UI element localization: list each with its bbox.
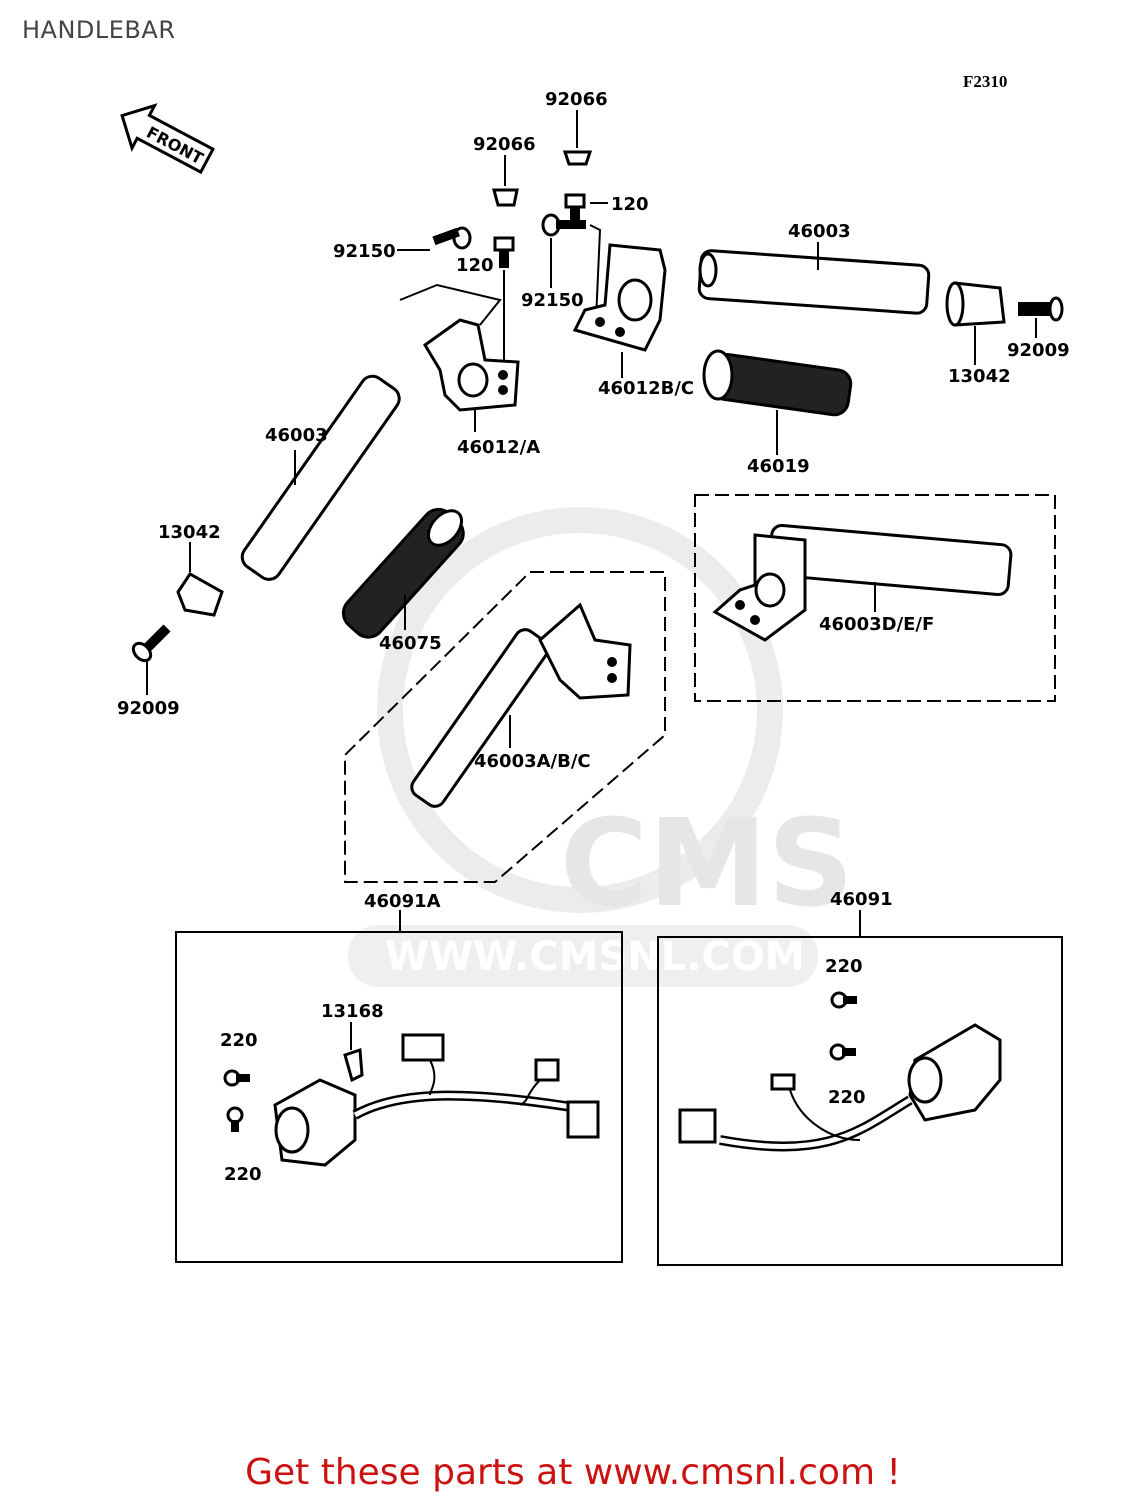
part-label: 120 [456,255,494,276]
bolt-icon [564,193,608,225]
throttle-grip-icon [702,349,853,455]
part-label: 13168 [321,1001,384,1022]
part-label: 46091 [830,889,893,910]
screw-icon [541,213,586,288]
watermark: CMS WWW.CMSNL.COM [348,507,854,987]
screw-icon [223,1069,250,1087]
part-label: 92009 [1007,340,1070,361]
left-grip-icon [341,507,465,639]
screw-icon [226,1106,244,1132]
watermark-logo: CMS [560,795,854,934]
screw-icon [1018,296,1064,338]
part-label: 46075 [379,633,442,654]
page-title: HANDLEBAR [22,16,176,44]
bolt-icon [493,236,515,370]
part-label: 92150 [521,290,584,311]
part-label: 46003D/E/F [819,614,934,635]
screw-icon [397,226,472,251]
part-label: 46003 [265,425,328,446]
option-box-abc [344,571,666,883]
part-label: 220 [224,1164,262,1185]
part-label: 220 [825,956,863,977]
part-label: 120 [611,194,649,215]
part-label: 92066 [545,89,608,110]
figure-code: F2310 [963,72,1008,91]
clamp-icon [343,1022,364,1083]
screw-icon [829,1043,856,1061]
part-label: 220 [220,1030,258,1051]
cap-nut-icon [492,155,519,207]
part-label: 46003 [788,221,851,242]
watermark-url: WWW.CMSNL.COM [385,934,805,980]
handlebar-switch-icon [678,1023,1002,1152]
part-label: 46019 [747,456,810,477]
handlebar-switch-icon [273,1033,600,1167]
part-label: 46091A [364,891,441,912]
part-label: 92009 [117,698,180,719]
handlebar-assembly-icon [712,523,1013,642]
handlebar-pipe-icon [697,242,931,315]
front-arrow-icon: FRONT [120,103,215,175]
screw-icon [830,991,857,1009]
right-holder-icon [572,243,667,378]
part-label: 220 [828,1087,866,1108]
handlebar-pipe-icon [240,374,401,581]
part-label: 92150 [333,241,396,262]
end-cap-icon [945,281,1006,365]
option-box-def [694,494,1056,702]
cap-nut-icon [562,110,593,166]
handlebar-assembly-icon [410,602,632,808]
end-cap-icon [176,542,224,617]
part-label: 92066 [473,134,536,155]
part-label: 46012/A [457,437,540,458]
promo-link[interactable]: Get these parts at www.cmsnl.com ! [245,1452,901,1493]
part-label: 13042 [948,366,1011,387]
part-label: 13042 [158,522,221,543]
left-holder-icon [423,318,520,432]
screw-icon [131,624,171,695]
part-label: 46012B/C [598,378,694,399]
part-label: 46003A/B/C [474,751,591,772]
